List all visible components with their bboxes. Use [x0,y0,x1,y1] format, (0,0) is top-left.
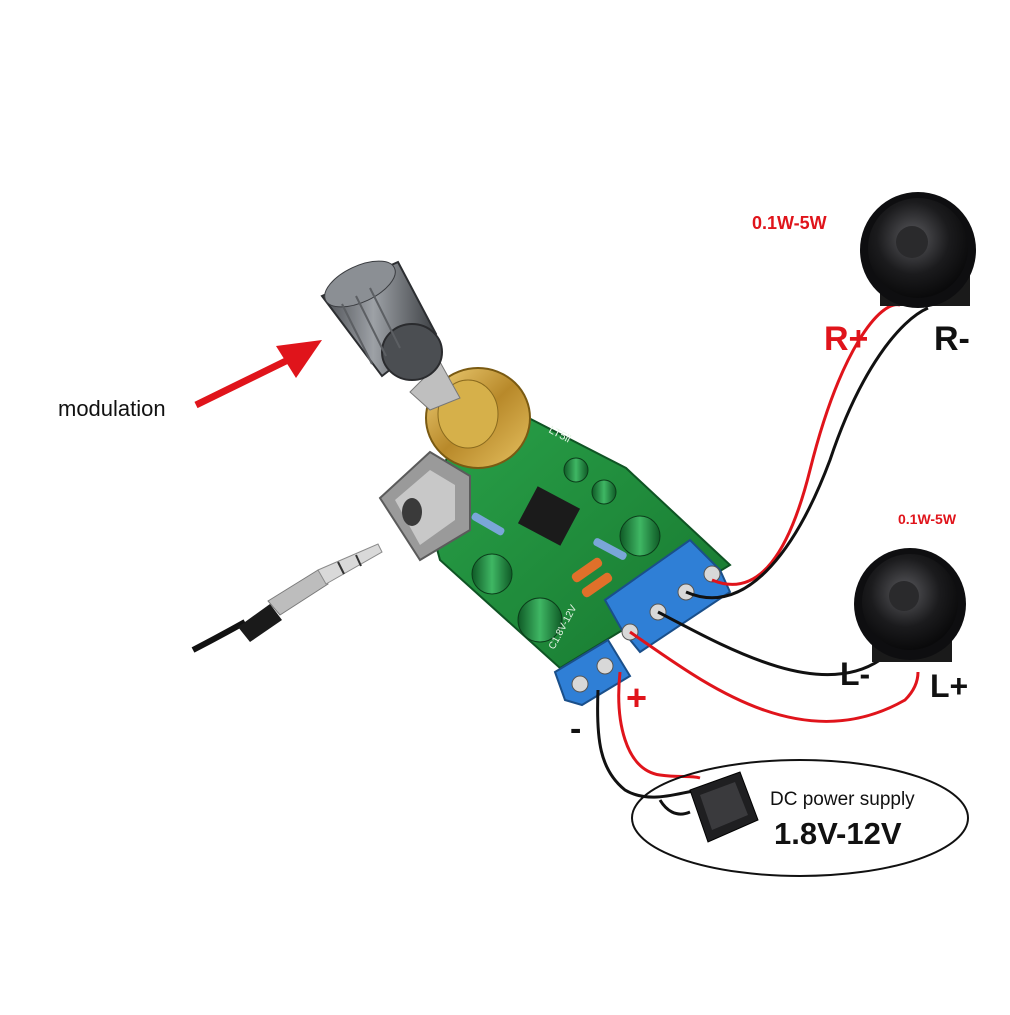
supply-plus-label: + [626,677,648,718]
modulation-label: modulation [58,396,166,421]
audio-jack-icon [191,543,383,653]
speaker-wires [629,303,929,723]
r-minus-label: R- [934,320,970,358]
speaker-left-icon [854,548,966,662]
arrow-icon [194,340,322,409]
power-adapter-icon [658,771,759,843]
speaker-left-power-label: 0.1W-5W [898,511,957,527]
audio-socket [378,450,471,562]
power-terminal-block [553,638,632,707]
l-minus-label: L- [840,656,871,692]
r-plus-label: R+ [824,320,869,358]
volume-knob-icon [320,260,531,469]
supply-range-label: 1.8V-12V [774,816,902,851]
power-wires [596,671,701,799]
speaker-right-power-label: 0.1W-5W [752,213,827,233]
supply-minus-label: - [570,710,582,748]
speaker-right-icon [860,192,976,308]
supply-title-label: DC power supply [770,789,915,810]
l-plus-label: L+ [930,668,969,704]
power-supply-callout [631,759,969,877]
